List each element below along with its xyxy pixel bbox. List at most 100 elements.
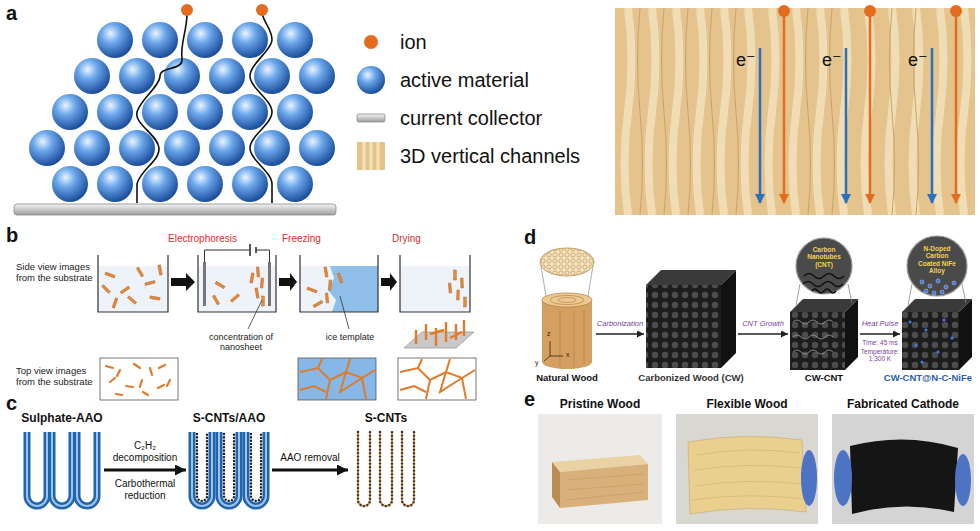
nanosheet (328, 280, 331, 290)
nanosheet (255, 288, 259, 298)
pristine-wood-photo (552, 462, 560, 508)
legend-item: 3D vertical channels (356, 141, 606, 171)
vertical-channels (937, 8, 944, 215)
image-caption: CW-CNT@N-C-NiFe (884, 373, 972, 384)
nanosheet (230, 294, 239, 302)
legend-swatch (357, 66, 385, 94)
flexible-wood-photo (676, 414, 818, 524)
top-view-3d (416, 320, 464, 346)
top-view-image (398, 358, 476, 400)
image-caption: Carbonized Wood (CW) (638, 373, 743, 384)
cw-cnt-nife (932, 291, 936, 295)
active-material-spheres (277, 94, 313, 130)
nanosheet (324, 267, 328, 277)
cw-cnt (790, 312, 845, 370)
vertical-channels (806, 8, 811, 215)
active-material-spheres (187, 94, 223, 130)
beaker (198, 266, 276, 312)
legend-swatch (357, 114, 385, 122)
vertical-channels (889, 8, 896, 215)
natural-wood (560, 310, 584, 367)
nanosheet (457, 290, 460, 300)
leader-line (248, 300, 262, 329)
process-arrow (272, 469, 348, 472)
nanosheet (307, 287, 317, 293)
aao-template (77, 432, 97, 506)
active-material-spheres (29, 130, 65, 166)
cw-cnt-nife (908, 318, 953, 363)
nanosheet (136, 267, 143, 277)
vertical-channels (865, 8, 872, 215)
cw-cnt-nife (920, 279, 956, 295)
image-caption: CW-CNT (805, 373, 843, 384)
ion-dot (256, 4, 268, 16)
active-material-spheres (74, 130, 110, 166)
natural-wood (542, 293, 592, 307)
active-material-spheres (97, 166, 133, 202)
aao-template (246, 432, 266, 506)
nanosheet (260, 278, 263, 288)
cw-cnt-nife (944, 285, 948, 289)
vertical-channels (830, 8, 835, 215)
electrode (203, 262, 206, 306)
legend-text: ion (400, 27, 427, 57)
nanosheet (256, 267, 259, 277)
aao-template (52, 432, 72, 506)
beaker (300, 255, 378, 312)
aao-template (192, 432, 212, 506)
vertical-channels (734, 8, 739, 215)
carbon-nanotubes (358, 432, 414, 506)
nanosheet (337, 273, 343, 283)
legend-swatch (357, 142, 385, 170)
active-material-spheres (187, 22, 223, 58)
nanosheet (120, 286, 130, 294)
active-material-spheres (254, 130, 290, 166)
axis-label: x (566, 351, 570, 359)
nanosheet (325, 293, 328, 303)
active-material-spheres (254, 58, 290, 94)
legend-item: current collector (356, 103, 606, 133)
carbon-nanotubes (224, 434, 234, 501)
vertical-channels (913, 8, 920, 215)
active-material-spheres (277, 166, 313, 202)
natural-wood (542, 300, 592, 362)
cw-cnt-nife (902, 236, 972, 370)
vertical-channels (817, 8, 824, 215)
structure-box: S-CNTs/AAO (188, 428, 270, 516)
ion-path (137, 14, 272, 203)
electrode (268, 262, 271, 306)
fabricated-cathode-photo (832, 414, 974, 524)
callout-label: concentration of nanosheet (205, 332, 277, 353)
edge-label: Carbonization (596, 320, 644, 329)
electrode (250, 244, 256, 256)
beaker (98, 255, 168, 312)
electrode (203, 244, 271, 306)
cw-cnt (845, 299, 858, 370)
photo-title: Flexible Wood (706, 398, 787, 412)
active-material-spheres (232, 166, 268, 202)
nanosheet (127, 296, 136, 304)
electrode (205, 250, 270, 262)
carbonized-wood (721, 270, 736, 368)
cw-cnt (796, 238, 852, 294)
electron-label: e⁻ (908, 50, 928, 71)
beaker (98, 266, 168, 312)
carbon-nanotubes (402, 432, 414, 506)
active-material-spheres (52, 94, 88, 130)
natural-wood (558, 298, 576, 303)
cw-cnt-nife (924, 289, 928, 293)
ion-arrow (955, 16, 958, 203)
structure-box: S-CNTs (350, 428, 422, 516)
ion-path (250, 14, 272, 203)
top-view-image (298, 358, 376, 400)
nanosheet (461, 278, 464, 288)
view-label: Side view images from the substrate (16, 262, 96, 284)
beaker (400, 266, 470, 312)
nanosheet (102, 285, 111, 294)
electron-label: e⁻ (822, 50, 842, 71)
legend-swatch (370, 142, 373, 170)
cw-cnt-nife (928, 284, 932, 288)
flexible-wood-photo (676, 414, 818, 524)
active-material-spheres (209, 58, 245, 94)
vertical-channels (961, 8, 968, 215)
